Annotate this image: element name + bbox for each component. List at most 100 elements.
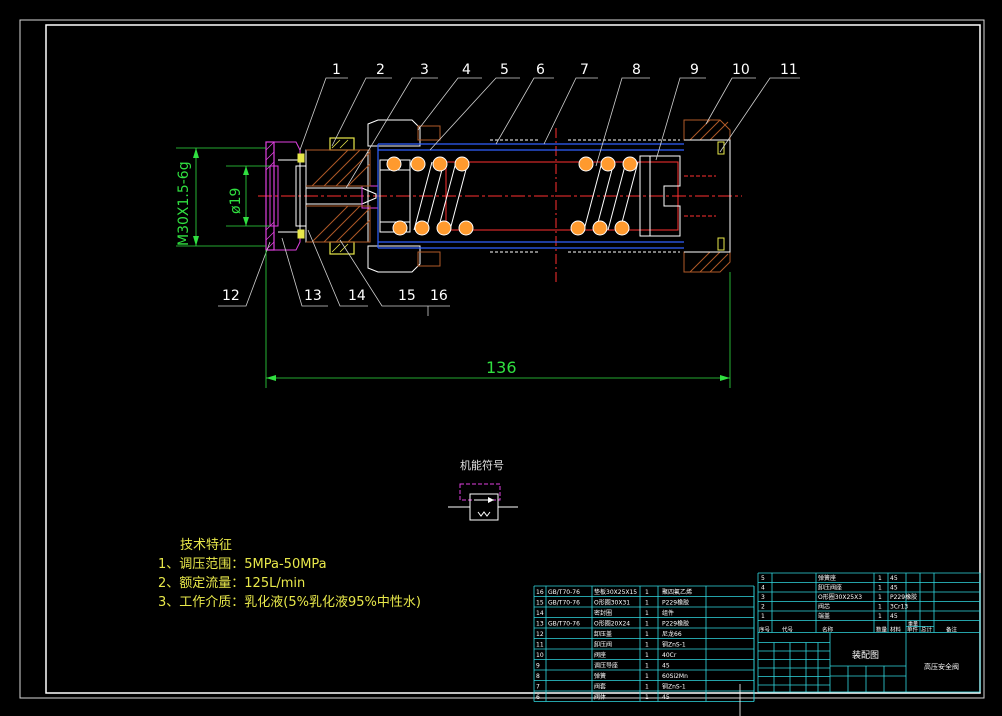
outer-frame <box>19 19 985 699</box>
balloon-16: 16 <box>430 288 448 304</box>
bom-top-row-qty: 1 <box>878 613 882 620</box>
bom-header-cell: 序号 <box>759 626 771 634</box>
technical-features-title: 技术特征 <box>180 538 233 553</box>
balloon-8: 8 <box>632 62 641 78</box>
thread-dimension: M30X1.5-6g <box>176 161 192 246</box>
bom-header-cell: 材料 <box>890 626 902 634</box>
balloon-13: 13 <box>304 288 322 304</box>
balloon-12: 12 <box>222 288 240 304</box>
bom-top-row-no: 2 <box>761 604 765 611</box>
bom-row-qty: 1 <box>645 684 649 691</box>
bom-row-qty: 1 <box>645 589 649 596</box>
bom-header-cell: 数量 <box>876 626 888 634</box>
balloon-15: 15 <box>398 288 416 304</box>
bom-top-row-no: 3 <box>761 594 765 601</box>
bom-row-material: P229橡胶 <box>662 599 689 607</box>
bom-row-material: 40Cr <box>662 652 677 659</box>
bom-top-row-no: 5 <box>761 575 765 582</box>
balloon-1: 1 <box>332 62 341 78</box>
bom-row-no: 7 <box>536 684 540 691</box>
bom-row-qty: 1 <box>645 673 649 680</box>
bom-row-no: 14 <box>536 610 544 617</box>
bom-row-no: 11 <box>536 642 544 649</box>
inner-frame <box>45 24 981 694</box>
balloon-6: 6 <box>536 62 545 78</box>
bom-row-material: 45 <box>662 694 670 701</box>
bom-row-material: 45 <box>662 663 670 670</box>
bom-row-no: 9 <box>536 663 540 670</box>
balloon-4: 4 <box>462 62 471 78</box>
bom-row-material: P229橡胶 <box>662 620 689 628</box>
bom-top-row-material: 45 <box>890 575 898 582</box>
tech-item-2: 2、额定流量：125L/min <box>158 576 306 591</box>
bom-top-row-no: 4 <box>761 585 765 592</box>
bom-row-no: 8 <box>536 673 540 680</box>
valve-assembly: 1 2 3 4 5 6 7 8 9 10 11 12 13 14 15 16 <box>176 62 800 388</box>
bom-row-qty: 1 <box>645 663 649 670</box>
bom-top-row-material: 45 <box>890 585 898 592</box>
bom-row-name: 弹簧 <box>594 672 606 680</box>
bom-row-qty: 1 <box>645 600 649 607</box>
bom-top-row-no: 1 <box>761 613 765 620</box>
balloon-10: 10 <box>732 62 750 78</box>
bom-row-name: 密封圈 <box>594 609 612 617</box>
tech-item-1: 1、调压范围：5MPa-50MPa <box>158 557 327 572</box>
bom-row-qty: 1 <box>645 631 649 638</box>
bom-header-weight: 重量 <box>908 621 918 628</box>
bom-row-material: 铜ZnS-1 <box>662 641 686 649</box>
balloon-9: 9 <box>690 62 699 78</box>
bom-row-std: GB/T70-76 <box>548 589 580 596</box>
bom-top-row-material: 3Cr13 <box>890 604 908 611</box>
length-dimension: 136 <box>486 358 517 377</box>
bom-row-name: 垫板30X25X15 <box>594 588 637 596</box>
bom-row-no: 10 <box>536 652 544 659</box>
bom-row-no: 12 <box>536 631 544 638</box>
bom-row-material: 聚四氟乙烯 <box>662 588 692 596</box>
function-symbol <box>448 483 518 521</box>
bom-header-cell: 备注 <box>946 626 958 634</box>
bom-row-material: 组件 <box>662 609 674 617</box>
bom-top-row-name: 卸压阀座 <box>818 584 842 592</box>
bom-top-row-name: 弹簧座 <box>818 574 836 582</box>
tech-item-3: 3、工作介质：乳化液(5%乳化液95%中性水) <box>158 595 421 610</box>
technical-features: 技术特征 1、调压范围：5MPa-50MPa 2、额定流量：125L/min 3… <box>158 536 421 612</box>
balloon-5: 5 <box>500 62 509 78</box>
bom-top-row-qty: 1 <box>878 575 882 582</box>
balloon-7: 7 <box>580 62 589 78</box>
bom-row-qty: 1 <box>645 694 649 701</box>
bom-row-std: GB/T70-76 <box>548 621 580 628</box>
bom-row-std: GB/T70-76 <box>548 600 580 607</box>
balloon-14: 14 <box>348 288 366 304</box>
diameter-dimension: ø19 <box>228 188 244 214</box>
bom-row-name: 阀座 <box>594 651 606 659</box>
bom-top-row-material: 45 <box>890 613 898 620</box>
bom-top-row-qty: 1 <box>878 604 882 611</box>
bom-top-row-material: P229橡胶 <box>890 593 917 601</box>
bom-row-name: O形圈30X31 <box>594 599 630 607</box>
bom-row-no: 15 <box>536 600 544 607</box>
bom-row-name: 阀套 <box>594 683 606 691</box>
bom-row-qty: 1 <box>645 621 649 628</box>
bom-top-row-name: 阀芯 <box>818 603 830 611</box>
bom-top-row-name: 端盖 <box>818 612 830 620</box>
bom-row-name: O形圈20X24 <box>594 620 630 628</box>
bom-row-no: 13 <box>536 621 544 628</box>
bom-header-cell: 总计 <box>921 626 933 634</box>
bom-row-qty: 1 <box>645 652 649 659</box>
drawing-name: 装配图 <box>852 649 879 661</box>
part-name: 高压安全阀 <box>924 662 959 671</box>
bom-row-material: 铜ZnS-1 <box>662 683 686 691</box>
bom-row-no: 6 <box>536 694 540 701</box>
bom-row-material: 尼龙66 <box>662 630 682 638</box>
bom-header-cell: 代号 <box>782 626 794 634</box>
function-symbol-title: 机能符号 <box>460 459 504 472</box>
bom-row-name: 卸压阀 <box>594 641 612 649</box>
bom-top-row-qty: 1 <box>878 585 882 592</box>
bom-row-no: 16 <box>536 589 544 596</box>
bom-row-qty: 1 <box>645 642 649 649</box>
bom-header-cell: 单件 <box>907 626 919 634</box>
bom-header-cell: 名称 <box>822 626 834 634</box>
bom-row-name: 卸压盖 <box>594 630 612 638</box>
